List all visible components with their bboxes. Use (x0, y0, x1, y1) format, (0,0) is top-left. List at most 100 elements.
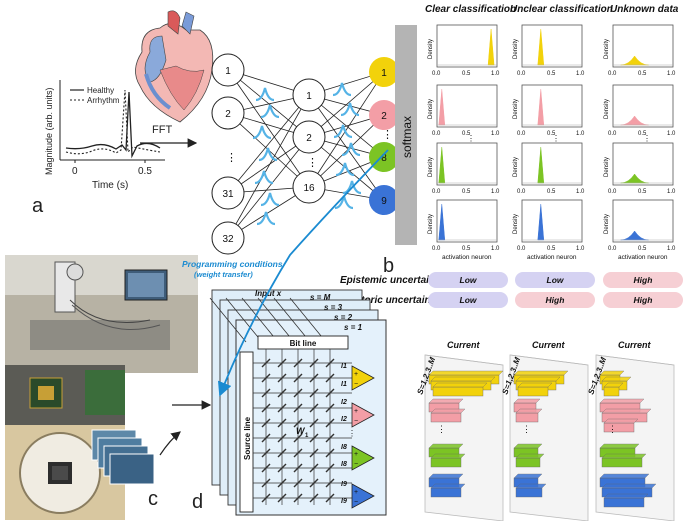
op-amp-sign: − (354, 418, 358, 425)
current-label: I9 (341, 481, 347, 488)
output-node (369, 100, 399, 130)
density-x-tick: 0.0 (432, 71, 441, 77)
density-axis-label: Density (604, 39, 610, 59)
memristor-cell (325, 388, 335, 398)
source-line-box (239, 351, 254, 513)
memristor-cell (261, 493, 271, 503)
x-tick-label: 0 (72, 166, 78, 177)
op-amp-sign: + (354, 489, 358, 496)
density-x-tick: 1.0 (576, 189, 585, 195)
op-amp (351, 483, 375, 509)
density-x-tick: 1.0 (667, 246, 676, 252)
op-amp (351, 402, 375, 428)
uncertainty-pill (515, 272, 595, 288)
memristor-cell (325, 448, 335, 458)
density-peak (620, 230, 649, 241)
memristor-cell (325, 418, 335, 428)
density-x-label: activation neuron (618, 254, 668, 261)
current-bar (515, 412, 539, 423)
density-axis-label: Density (428, 157, 434, 177)
density-x-tick: 0.0 (432, 131, 441, 137)
density-x-tick: 0.0 (432, 246, 441, 252)
density-axis-label: Density (513, 39, 519, 59)
nn-edge (227, 94, 310, 239)
crossbar-array: Programming conditions (weight transfer)… (182, 259, 387, 516)
input-line (289, 297, 327, 343)
y-axis-label: Magnitude (arb. units) (44, 87, 54, 175)
programming-sublabel: (weight transfer) (194, 270, 253, 279)
weight-distribution-glyph (252, 125, 272, 140)
programming-label: Programming conditions (182, 259, 283, 269)
current-bar (432, 386, 484, 397)
input-line (257, 297, 295, 343)
x-tick-label: 0.5 (138, 166, 152, 177)
lab-setup-photo (5, 255, 198, 373)
current-bar-top (599, 370, 625, 376)
memristor-cell (309, 463, 319, 473)
current-label: I2 (341, 416, 347, 423)
current-bar (430, 487, 462, 498)
s-label: s = M (310, 293, 331, 302)
output-node (369, 185, 399, 215)
ecg-legend: Healthy Arrhythm (70, 86, 120, 105)
density-x-tick: 0.5 (638, 131, 647, 137)
uncertainty-pill (603, 272, 683, 288)
density-peak (620, 115, 649, 126)
memristor-cell (277, 418, 287, 428)
memristor-cell (261, 403, 271, 413)
current-bar-top (513, 473, 543, 479)
density-x-tick: 0.5 (638, 71, 647, 77)
current-bar-top (599, 443, 640, 449)
density-x-tick: 1.0 (491, 131, 500, 137)
memristor-cell (277, 358, 287, 368)
input-node (211, 176, 245, 210)
memristor-cell (277, 448, 287, 458)
grid-ellipsis: ⋮ (467, 134, 475, 143)
weight-subscript: 1 (305, 433, 309, 439)
weight-distribution-glyph (260, 104, 280, 119)
hidden-node-label: 2 (306, 133, 312, 144)
memristor-cell (293, 418, 303, 428)
hidden-node (292, 170, 326, 204)
grid-ellipsis: ⋮ (643, 134, 651, 143)
memristor-cell (293, 373, 303, 383)
nn-edge (227, 69, 310, 138)
current-bar-top (430, 453, 466, 459)
op-amp-sign: − (354, 381, 358, 388)
density-plot-frame (436, 84, 498, 128)
density-plot-frame (436, 24, 498, 68)
column-title-clear: Clear classification (425, 4, 516, 15)
current-label: I1 (341, 381, 347, 388)
density-x-tick: 0.0 (517, 131, 526, 137)
current-bar (430, 457, 462, 468)
nn-edge (308, 71, 385, 138)
density-plot-frame (521, 199, 583, 243)
current-bar-top (515, 376, 561, 382)
output-node (369, 57, 399, 87)
nn-edge (227, 94, 310, 194)
current-title: Current (618, 340, 652, 350)
current-bar (603, 386, 620, 397)
op-amp (351, 445, 375, 471)
density-x-tick: 0.5 (638, 189, 647, 195)
memristor-cell (293, 493, 303, 503)
density-x-tick: 0.0 (517, 71, 526, 77)
bit-line-box (257, 335, 349, 350)
memristor-cell (261, 373, 271, 383)
input-line (225, 297, 263, 343)
density-plot-frame (521, 142, 583, 186)
density-plot-frame (612, 199, 674, 243)
column-title-unknown: Unknown data (610, 4, 679, 15)
current-label: I9 (341, 498, 347, 505)
density-x-tick: 0.0 (432, 189, 441, 195)
input-node (211, 96, 245, 130)
current-bar-top (428, 398, 464, 404)
memristor-cell (277, 433, 287, 443)
memristor-cell (277, 493, 287, 503)
output-node-label: 1 (381, 68, 387, 79)
memristor-cell (309, 418, 319, 428)
current-label: I8 (341, 444, 347, 451)
memristor-cell (277, 373, 287, 383)
op-amp-sign: − (354, 499, 358, 506)
current-bar (603, 497, 645, 508)
